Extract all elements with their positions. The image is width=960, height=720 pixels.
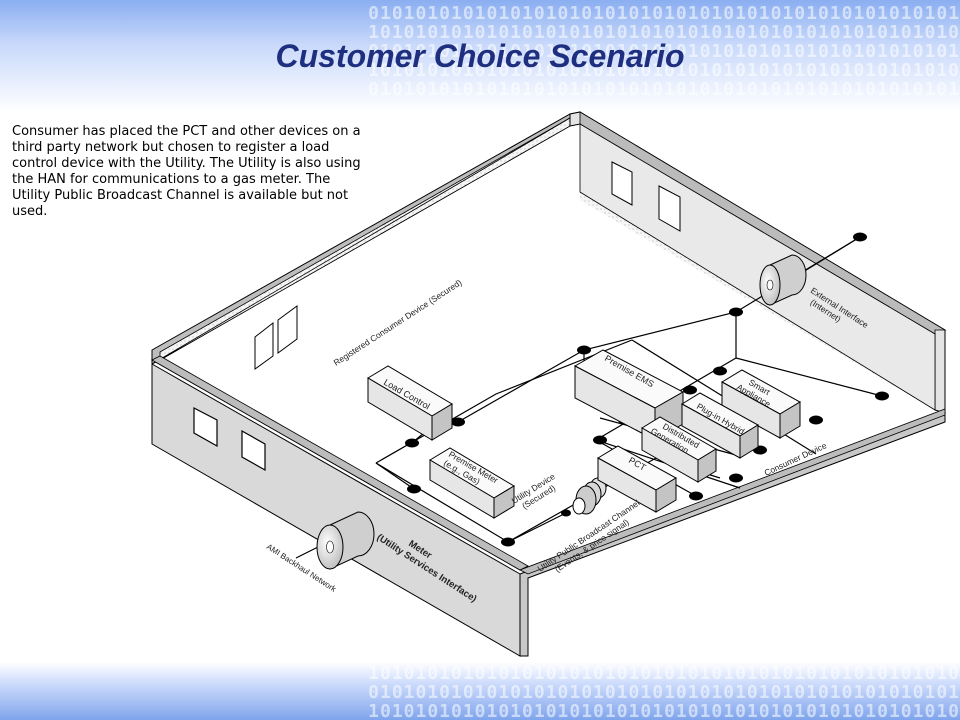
binary-pattern-row: 0101010101010101010101010101010101010101… xyxy=(368,79,960,100)
broadcast-antenna-icon xyxy=(572,477,607,515)
meter-cylinder xyxy=(316,511,375,570)
device-load-control: Load Control xyxy=(367,365,453,441)
scenario-description: Consumer has placed the PCT and other de… xyxy=(12,124,361,219)
back-wall-windows xyxy=(254,161,681,370)
binary-pattern-row: 0101010101010101010101010101010101010101… xyxy=(368,682,960,703)
binary-pattern-row: 1010101010101010101010101010101010101010… xyxy=(368,663,960,684)
binary-pattern-row: 1010101010101010101010101010101010101010… xyxy=(368,701,960,720)
binary-pattern-row: 0101010101010101010101010101010101010101… xyxy=(368,41,960,62)
footer-band: 1010101010101010101010101010101010101010… xyxy=(0,662,960,720)
front-left-wall-top xyxy=(151,355,529,571)
device-pct: PCT xyxy=(596,445,678,513)
device-premise-ems: Premise EMS xyxy=(573,349,685,441)
binary-pattern-row: 0101010101010101010101010101010101010101… xyxy=(368,3,960,24)
device-smart-appliance: SmartAppliance xyxy=(720,369,802,439)
binary-pattern-row: 1010101010101010101010101010101010101010… xyxy=(368,22,960,43)
external-interface-cylinder xyxy=(759,254,807,306)
slide-title: Customer Choice Scenario xyxy=(275,38,685,74)
binary-pattern-row: 1010101010101010101010101010101010101010… xyxy=(368,60,960,81)
header-band: 0101010101010101010101010101010101010101… xyxy=(0,0,960,112)
front-right-wall-top xyxy=(519,408,946,575)
front-wall-windows xyxy=(193,407,266,472)
